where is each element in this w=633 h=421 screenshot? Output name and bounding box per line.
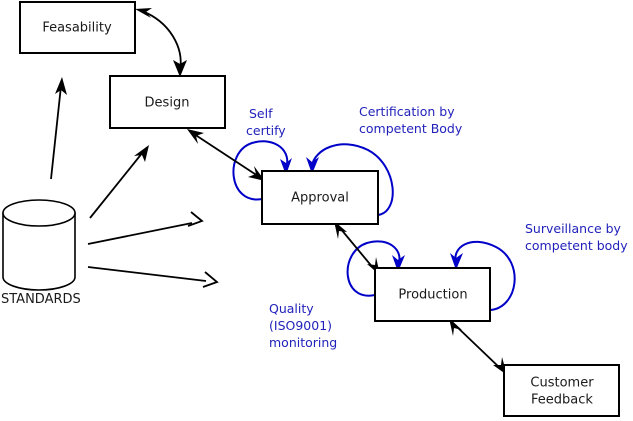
loop-surveillance-competent-body <box>450 241 516 311</box>
flow-standards-feasability-path <box>50 85 62 180</box>
flow-production-customer-feedback <box>449 318 507 375</box>
cylinder-body[interactable] <box>2 212 76 291</box>
node-production[interactable]: Production <box>374 267 491 322</box>
annotation-certification-competent-body: Certification by competent Body <box>359 104 463 136</box>
flow-standards-design <box>89 145 149 219</box>
data-store-standards-label: STANDARDS <box>1 292 81 307</box>
node-customer-feedback-label-line1: Customer <box>530 376 594 391</box>
flow-standards-production-path <box>87 266 207 282</box>
node-customer-feedback[interactable]: Customer Feedback <box>503 364 620 417</box>
flow-standards-approval-arrowhead <box>187 211 204 227</box>
flow-feasability-design <box>135 8 187 77</box>
annotation-self-certify-line1: Self <box>249 106 273 121</box>
node-design[interactable]: Design <box>109 75 226 129</box>
loop-surveillance-arrowhead <box>450 253 463 270</box>
node-design-box[interactable] <box>109 75 226 129</box>
flow-design-approval-path <box>193 133 259 177</box>
data-store-standards[interactable]: STANDARDS <box>1 199 81 307</box>
annotation-surveillance-line2: competent body <box>525 238 628 253</box>
flow-production-customer-feedback-arrowhead-start <box>449 318 462 336</box>
loop-certification-arrowhead <box>306 157 319 174</box>
loop-quality-path <box>346 240 401 297</box>
annotation-self-certify: Self certify <box>246 106 286 138</box>
flow-design-approval <box>187 129 265 181</box>
annotation-certification-line2: competent Body <box>359 121 463 136</box>
flow-standards-production <box>87 266 219 288</box>
loop-quality-arrowhead <box>392 255 405 272</box>
flow-standards-feasability <box>50 77 67 180</box>
cylinder-top <box>2 199 76 227</box>
node-customer-feedback-label-line2: Feedback <box>531 393 593 408</box>
flow-approval-production <box>334 221 380 275</box>
loop-quality-monitoring <box>346 240 405 297</box>
node-approval[interactable]: Approval <box>261 170 379 225</box>
flow-standards-feasability-arrowhead <box>55 77 67 95</box>
loop-certification-competent-body <box>306 143 394 216</box>
loop-certification-path <box>311 143 394 216</box>
flow-feasability-design-arrowhead-start <box>135 8 152 18</box>
flow-standards-production-arrowhead <box>202 271 219 288</box>
loop-surveillance-path <box>454 241 516 311</box>
flow-design-approval-arrowhead-start <box>187 129 204 144</box>
flow-feasability-design-path <box>141 10 182 71</box>
flow-standards-approval <box>87 211 204 245</box>
annotation-quality-line1: Quality <box>269 301 314 316</box>
flow-feasability-design-arrowhead-end <box>173 60 187 77</box>
node-customer-feedback-box[interactable] <box>503 364 620 417</box>
node-production-box[interactable] <box>374 267 491 322</box>
node-design-label: Design <box>145 96 190 111</box>
annotation-surveillance-competent-body: Surveillance by competent body <box>525 221 628 253</box>
loop-self-certify-arrowhead <box>280 158 292 175</box>
annotation-surveillance-line1: Surveillance by <box>525 221 622 236</box>
node-feasability[interactable]: Feasability <box>19 1 136 54</box>
node-approval-label: Approval <box>291 191 349 206</box>
flow-standards-design-path <box>89 151 144 219</box>
annotation-certification-line1: Certification by <box>359 104 455 119</box>
flow-standards-approval-path <box>87 222 193 245</box>
flow-approval-production-arrowhead-start <box>334 221 347 239</box>
flow-production-customer-feedback-path <box>454 324 502 370</box>
loop-self-certify <box>232 140 292 201</box>
node-feasability-box[interactable] <box>19 1 136 54</box>
flow-standards-design-arrowhead <box>134 145 149 162</box>
annotation-quality-line2: (ISO9001) <box>269 318 332 333</box>
node-production-label: Production <box>398 288 467 303</box>
node-approval-box[interactable] <box>261 170 379 225</box>
annotation-quality-monitoring: Quality (ISO9001) monitoring <box>269 301 337 350</box>
flow-design-approval-arrowhead-end <box>248 166 265 181</box>
annotation-self-certify-line2: certify <box>246 123 286 138</box>
flow-approval-production-path <box>339 227 375 270</box>
annotation-quality-line3: monitoring <box>269 335 337 350</box>
node-feasability-label: Feasability <box>42 21 112 36</box>
loop-self-certify-path <box>232 140 289 201</box>
